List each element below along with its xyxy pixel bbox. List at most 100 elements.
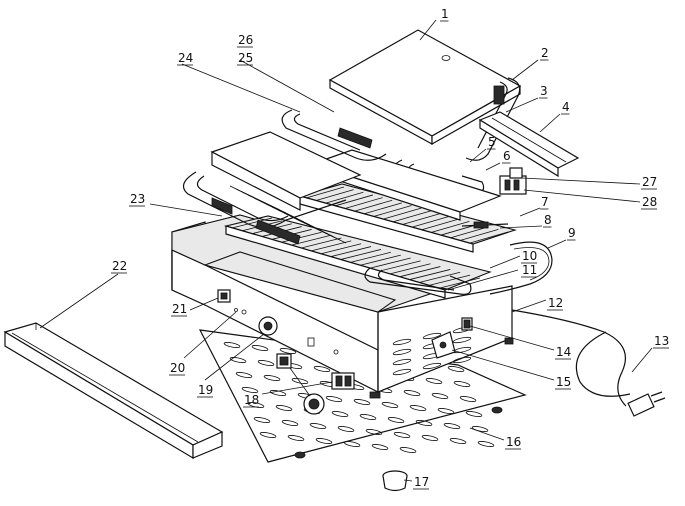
vent-slot bbox=[437, 408, 455, 414]
vent-slot bbox=[337, 426, 355, 432]
upper-handle-part bbox=[281, 109, 387, 161]
vent-slot bbox=[422, 362, 442, 370]
vent-slot bbox=[353, 399, 371, 405]
groove-line bbox=[370, 257, 411, 269]
thermostat-knob-part bbox=[258, 316, 278, 336]
part-label-13: 13 bbox=[654, 334, 669, 348]
part-label-15: 15 bbox=[556, 375, 571, 389]
part-label-20: 20 bbox=[170, 361, 185, 375]
part-label-26: 26 bbox=[238, 33, 253, 47]
vent-slot bbox=[393, 432, 411, 438]
part-label-17: 17 bbox=[414, 475, 429, 489]
groove-line bbox=[363, 202, 402, 215]
vent-slot bbox=[291, 378, 309, 384]
vent-slot bbox=[259, 432, 277, 438]
part-label-9: 9 bbox=[568, 226, 576, 240]
vent-slot bbox=[477, 441, 495, 447]
groove-line bbox=[421, 218, 460, 231]
vent-slot bbox=[471, 426, 489, 432]
groove-line bbox=[295, 218, 347, 244]
groove-line bbox=[354, 199, 393, 212]
vent-slot bbox=[365, 429, 383, 435]
hinge-bracket-part bbox=[478, 111, 580, 178]
vent-slot bbox=[392, 368, 412, 376]
part-label-8: 8 bbox=[544, 213, 552, 227]
power-cord-part bbox=[511, 309, 666, 417]
grill-housing-part bbox=[171, 214, 514, 399]
part-label-4: 4 bbox=[562, 100, 570, 114]
switch-assembly-part bbox=[276, 353, 355, 415]
part-label-10: 10 bbox=[522, 249, 537, 263]
vent-slot bbox=[331, 411, 349, 417]
power-switch-part bbox=[217, 289, 231, 303]
drip-tray-part bbox=[3, 322, 224, 460]
part-label-22: 22 bbox=[112, 259, 127, 273]
groove-line bbox=[350, 251, 391, 263]
vent-slot bbox=[443, 423, 461, 429]
sensor-probe-part bbox=[461, 221, 509, 229]
vent-slot bbox=[381, 402, 399, 408]
vent-slot bbox=[275, 405, 293, 411]
part-label-11: 11 bbox=[522, 263, 537, 277]
vent-slot bbox=[241, 387, 259, 393]
vent-slot bbox=[452, 356, 472, 364]
upper-grill-plate-part bbox=[297, 183, 517, 253]
groove-line bbox=[402, 213, 441, 225]
part-label-18: 18 bbox=[244, 393, 259, 407]
left-top-lid-part bbox=[182, 131, 362, 245]
part-label-12: 12 bbox=[548, 296, 563, 310]
part-label-25: 25 bbox=[238, 51, 253, 65]
groove-line bbox=[315, 189, 354, 202]
vent-slot bbox=[392, 338, 412, 346]
vent-slot bbox=[359, 414, 377, 420]
groove-line bbox=[305, 186, 345, 199]
groove-line bbox=[390, 263, 431, 275]
vent-slot bbox=[313, 366, 331, 372]
part-label-19: 19 bbox=[198, 383, 213, 397]
vent-slot bbox=[235, 372, 253, 378]
top-cover-part bbox=[328, 29, 522, 146]
vent-slot bbox=[452, 336, 472, 344]
groove-line bbox=[420, 271, 461, 283]
foot-part bbox=[382, 470, 408, 492]
groove-line bbox=[340, 249, 382, 260]
vent-slot bbox=[325, 396, 343, 402]
vent-slot bbox=[343, 441, 361, 447]
part-label-7: 7 bbox=[541, 195, 549, 209]
vent-slot bbox=[392, 358, 412, 366]
part-label-27: 27 bbox=[642, 175, 657, 189]
right-controls-part bbox=[431, 317, 473, 359]
part-label-5: 5 bbox=[488, 135, 496, 149]
groove-line bbox=[334, 194, 374, 207]
groove-line bbox=[325, 191, 364, 204]
groove-line bbox=[383, 207, 422, 220]
groove-line bbox=[429, 274, 471, 286]
vent-slot bbox=[392, 348, 412, 356]
vent-slot bbox=[263, 375, 281, 381]
part-label-2: 2 bbox=[541, 46, 549, 60]
groove-line bbox=[450, 226, 489, 239]
vent-slot bbox=[431, 393, 449, 399]
vent-slot bbox=[253, 417, 271, 423]
groove-line bbox=[410, 269, 451, 280]
vent-slot bbox=[409, 405, 427, 411]
groove-line bbox=[412, 215, 451, 228]
vent-slot bbox=[459, 396, 477, 402]
groove-line bbox=[380, 260, 421, 272]
part-label-14: 14 bbox=[556, 345, 571, 359]
vent-slot bbox=[251, 345, 269, 351]
groove-line bbox=[301, 237, 342, 249]
groove-line bbox=[460, 228, 499, 241]
vent-slot bbox=[422, 332, 442, 340]
vent-slot bbox=[447, 366, 465, 372]
groove-line bbox=[392, 210, 431, 223]
screw-part bbox=[234, 308, 238, 312]
groove-line bbox=[439, 277, 481, 289]
groove-line bbox=[469, 231, 509, 244]
groove-line bbox=[431, 221, 470, 233]
groove-line bbox=[373, 205, 412, 217]
vent-slot bbox=[309, 423, 327, 429]
vent-slot bbox=[315, 438, 333, 444]
